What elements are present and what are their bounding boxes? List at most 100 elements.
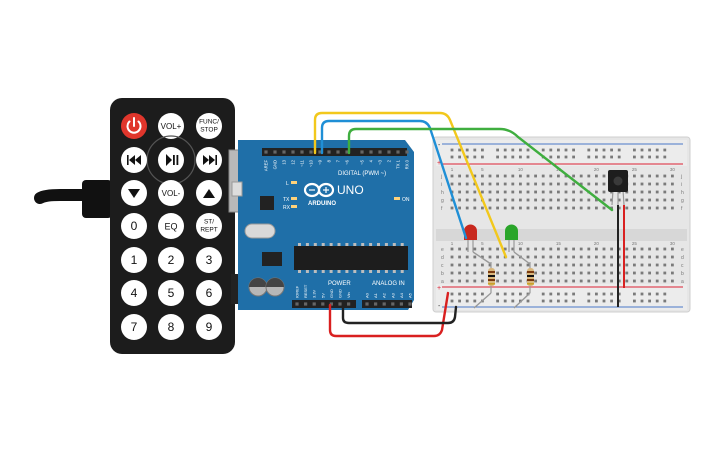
breadboard-hole[interactable] — [503, 206, 507, 210]
breadboard-hole[interactable] — [640, 198, 644, 202]
breadboard-hole[interactable] — [458, 206, 461, 210]
breadboard-hole[interactable] — [534, 190, 537, 194]
breadboard-hole[interactable] — [473, 198, 477, 202]
rail-hole[interactable] — [663, 292, 667, 296]
breadboard-hole[interactable] — [610, 198, 613, 202]
breadboard-hole[interactable] — [549, 263, 553, 267]
breadboard-hole[interactable] — [549, 174, 553, 178]
breadboard-hole[interactable] — [572, 247, 575, 251]
breadboard-hole[interactable] — [572, 174, 575, 178]
rail-hole[interactable] — [595, 155, 598, 159]
reset-button[interactable] — [231, 181, 243, 197]
rail-hole[interactable] — [526, 155, 530, 159]
power-pin[interactable] — [312, 302, 316, 306]
breadboard-hole[interactable] — [488, 263, 492, 267]
breadboard-hole[interactable] — [557, 263, 560, 267]
breadboard-hole[interactable] — [557, 198, 560, 202]
rail-hole[interactable] — [602, 148, 606, 152]
rail-hole[interactable] — [519, 292, 522, 296]
breadboard-hole[interactable] — [595, 279, 598, 283]
breadboard-hole[interactable] — [511, 190, 515, 194]
breadboard-hole[interactable] — [481, 255, 484, 259]
rail-hole[interactable] — [572, 292, 575, 296]
rail-hole[interactable] — [587, 155, 591, 159]
breadboard-hole[interactable] — [450, 174, 454, 178]
func-stop-button[interactable] — [196, 113, 222, 139]
breadboard-hole[interactable] — [564, 279, 568, 283]
power-pin[interactable] — [347, 302, 351, 306]
breadboard-hole[interactable] — [465, 271, 469, 275]
ir-receiver[interactable] — [608, 170, 628, 206]
breadboard-hole[interactable] — [511, 182, 515, 186]
key-0-button[interactable] — [121, 213, 147, 239]
breadboard-hole[interactable] — [595, 182, 598, 186]
breadboard-hole[interactable] — [488, 247, 492, 251]
rail-hole[interactable] — [564, 292, 568, 296]
breadboard-hole[interactable] — [503, 247, 507, 251]
key-3-button[interactable] — [196, 247, 222, 273]
eq-button[interactable] — [158, 213, 184, 239]
breadboard-hole[interactable] — [640, 247, 644, 251]
key-5-button[interactable] — [158, 280, 184, 306]
breadboard-hole[interactable] — [579, 255, 583, 259]
breadboard-hole[interactable] — [473, 255, 477, 259]
rail-hole[interactable] — [541, 299, 545, 303]
breadboard-hole[interactable] — [617, 198, 621, 202]
blue-wire[interactable] — [320, 119, 468, 240]
breadboard-hole[interactable] — [602, 271, 606, 275]
rail-hole[interactable] — [526, 148, 530, 152]
breadboard-hole[interactable] — [648, 206, 651, 210]
red-led[interactable] — [464, 224, 477, 252]
rail-hole[interactable] — [648, 292, 651, 296]
rail-hole[interactable] — [610, 292, 613, 296]
breadboard-hole[interactable] — [587, 247, 591, 251]
rail-hole[interactable] — [450, 299, 454, 303]
key-1-button[interactable] — [121, 247, 147, 273]
resistor-1[interactable] — [488, 262, 495, 293]
breadboard-hole[interactable] — [663, 182, 667, 186]
rail-hole[interactable] — [511, 292, 515, 296]
rail-hole[interactable] — [617, 148, 621, 152]
breadboard-hole[interactable] — [633, 263, 636, 267]
breadboard-hole[interactable] — [640, 271, 644, 275]
rail-hole[interactable] — [458, 292, 461, 296]
breadboard-hole[interactable] — [655, 182, 659, 186]
breadboard-hole[interactable] — [534, 279, 537, 283]
breadboard-hole[interactable] — [481, 174, 484, 178]
rail-hole[interactable] — [564, 299, 568, 303]
breadboard-hole[interactable] — [655, 255, 659, 259]
breadboard-hole[interactable] — [519, 271, 522, 275]
rail-hole[interactable] — [587, 299, 591, 303]
breadboard-hole[interactable] — [564, 174, 568, 178]
breadboard-hole[interactable] — [602, 263, 606, 267]
breadboard-hole[interactable] — [526, 174, 530, 178]
rail-hole[interactable] — [549, 148, 553, 152]
red-wire[interactable] — [328, 291, 450, 338]
rail-hole[interactable] — [602, 155, 606, 159]
breadboard-hole[interactable] — [595, 174, 598, 178]
breadboard-hole[interactable] — [587, 198, 591, 202]
breadboard-hole[interactable] — [465, 263, 469, 267]
digital-pin[interactable] — [264, 150, 268, 154]
yellow-wire[interactable] — [313, 111, 508, 259]
breadboard-hole[interactable] — [602, 190, 606, 194]
breadboard-hole[interactable] — [511, 198, 515, 202]
rail-hole[interactable] — [572, 155, 575, 159]
breadboard-hole[interactable] — [557, 255, 560, 259]
breadboard-hole[interactable] — [633, 190, 636, 194]
breadboard-hole[interactable] — [511, 255, 515, 259]
rail-hole[interactable] — [511, 148, 515, 152]
breadboard-hole[interactable] — [655, 247, 659, 251]
breadboard-hole[interactable] — [655, 190, 659, 194]
breadboard-hole[interactable] — [633, 271, 636, 275]
breadboard-hole[interactable] — [488, 182, 492, 186]
breadboard-hole[interactable] — [671, 182, 674, 186]
breadboard-hole[interactable] — [579, 198, 583, 202]
breadboard-hole[interactable] — [465, 198, 469, 202]
rail-hole[interactable] — [481, 292, 484, 296]
breadboard-hole[interactable] — [541, 271, 545, 275]
breadboard-hole[interactable] — [671, 174, 674, 178]
rail-hole[interactable] — [602, 292, 606, 296]
breadboard-hole[interactable] — [564, 271, 568, 275]
key-6-button[interactable] — [196, 280, 222, 306]
